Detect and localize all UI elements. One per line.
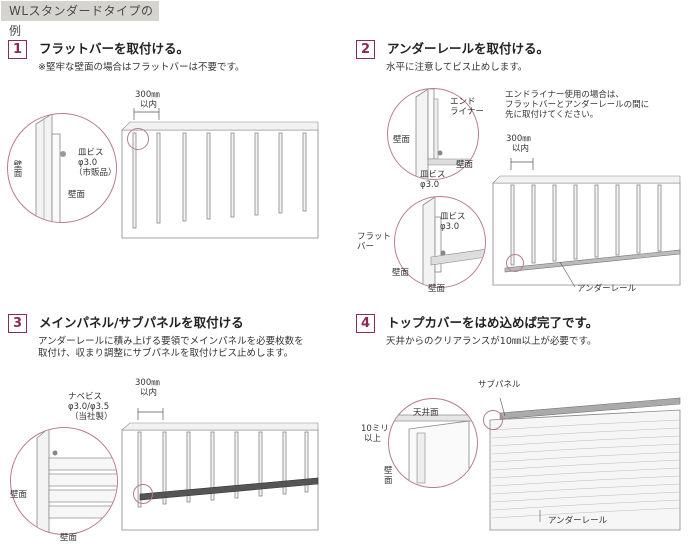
step-number: 4 xyxy=(356,314,375,333)
wall-label: 壁面 xyxy=(392,268,410,278)
dimension-label: 300㎜ xyxy=(135,90,160,100)
detail-circle-2a xyxy=(387,88,479,180)
step-number: 2 xyxy=(356,40,375,59)
detail-marker xyxy=(127,128,149,150)
detail-marker xyxy=(483,410,503,430)
step-title: フラットバーを取付ける。 xyxy=(39,41,190,56)
wall-bottom-label: 壁面 xyxy=(68,190,86,200)
gap-label-2: 以上 xyxy=(364,434,382,444)
step-title: トップカバーをはめ込めば完了です。 xyxy=(387,315,599,330)
dimension-label-sub: 以内 xyxy=(140,100,158,110)
step-title: メインパネル/サブパネルを取付ける xyxy=(39,315,244,330)
detail-circle-4 xyxy=(388,398,478,488)
detail-circle-1 xyxy=(7,113,117,223)
step-2-heading: 2 アンダーレールを取付ける。 xyxy=(356,40,549,59)
step-1-heading: 1 フラットバーを取付ける。 xyxy=(8,40,189,59)
wall-label: 壁面 xyxy=(393,135,411,145)
step-description: 水平に注意してビス止めします。 xyxy=(386,62,528,73)
wall-label: 壁面 xyxy=(428,284,446,294)
step-4-heading: 4 トップカバーをはめ込めば完了です。 xyxy=(356,314,598,333)
note-line-1: エンドライナー使用の場合は、 xyxy=(505,90,624,100)
gap-label: 10ミリ xyxy=(361,424,389,434)
dimension-label: 300㎜ xyxy=(135,378,160,388)
dimension-label-sub: 以内 xyxy=(512,144,530,154)
screw-label: 皿ビス xyxy=(440,212,466,222)
screw-size: φ3.0/φ3.5 xyxy=(68,402,110,412)
step-description: ※堅牢な壁面の場合はフラットバーは不要です。 xyxy=(38,62,245,73)
end-liner-label: エンド xyxy=(450,97,476,107)
under-rail-label: アンダーレール xyxy=(548,516,608,526)
wall-label: 壁面 xyxy=(10,490,28,500)
dimension-label-sub: 以内 xyxy=(140,388,158,398)
screw-size: φ3.0 xyxy=(440,222,460,232)
step-number: 1 xyxy=(8,40,27,59)
wall-label-2: 面 xyxy=(384,476,393,486)
note-line-2: フラットバーとアンダーレールの間に xyxy=(505,100,650,110)
screw-note: （市販品） xyxy=(74,168,117,178)
wall-label: 壁面 xyxy=(456,160,474,170)
step-number: 3 xyxy=(8,314,27,333)
ceiling-label: 天井面 xyxy=(413,408,439,418)
screw-size: φ3.0 xyxy=(78,158,98,168)
sub-panel-label: サブパネル xyxy=(478,380,521,390)
detail-circle-2b xyxy=(394,196,486,288)
screw-note: （当社製） xyxy=(70,412,113,422)
step-description: 天井からのクリアランスが10㎜以上が必要です。 xyxy=(386,336,597,347)
step-title: アンダーレールを取付ける。 xyxy=(387,41,550,56)
detail-circle-3 xyxy=(10,427,118,535)
screw-label: ナベビス xyxy=(68,392,103,402)
step-description-2: 取付け、収まり調整にサブパネルを取付けビス止めします。 xyxy=(38,348,294,359)
flat-bar-label: フラット xyxy=(357,232,392,242)
screw-label: 皿ビス xyxy=(78,148,104,158)
flat-bar-label-2: バー xyxy=(357,242,375,252)
under-rail-label: アンダーレール xyxy=(577,284,637,294)
note-line-3: 先に取付けてください。 xyxy=(505,110,599,120)
detail-marker xyxy=(133,484,153,504)
section-tag: WLスタンダードタイプの例 xyxy=(1,1,159,38)
wall-label: 壁面 xyxy=(12,160,22,177)
wall-label: 壁 xyxy=(384,466,393,476)
end-liner-label-2: ライナー xyxy=(450,107,484,117)
step-description: アンダーレールに積み上げる要領でメインパネルを必要枚数を xyxy=(38,336,304,347)
dimension-label: 300㎜ xyxy=(506,134,531,144)
screw-label: 皿ビス xyxy=(420,170,446,180)
detail-marker xyxy=(506,254,524,272)
screw-size: φ3.0 xyxy=(420,180,440,190)
step-3-heading: 3 メインパネル/サブパネルを取付ける xyxy=(8,314,244,333)
wall-label: 壁面 xyxy=(60,533,78,543)
